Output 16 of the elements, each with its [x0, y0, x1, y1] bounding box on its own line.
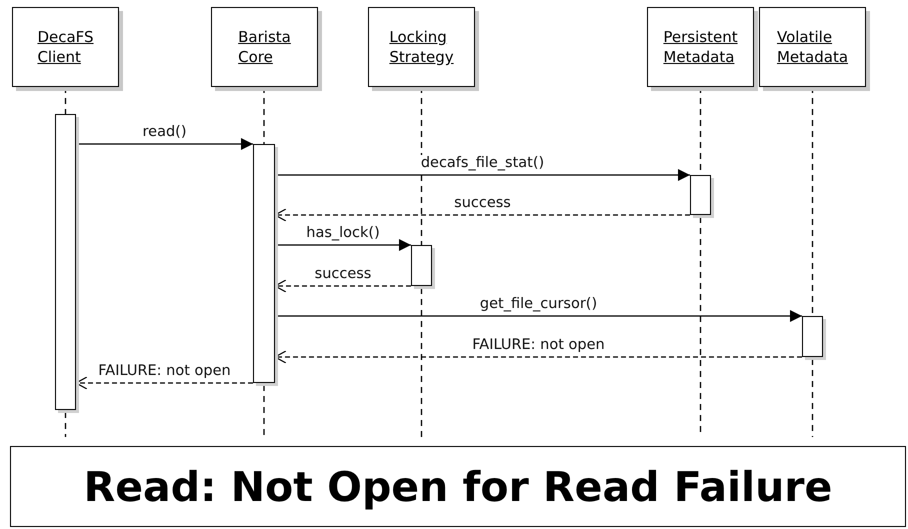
diagram-title: Read: Not Open for Read Failure — [84, 462, 832, 510]
participant-name: Persistent Metadata — [663, 27, 738, 67]
participant-name: Barista Core — [238, 27, 291, 67]
activation-bar — [690, 175, 711, 215]
activation-bar — [253, 144, 275, 383]
message-arrow — [76, 138, 253, 150]
message-arrow — [275, 239, 411, 251]
activation-bar — [411, 245, 432, 286]
activation-bar — [55, 114, 76, 410]
message-arrow — [275, 310, 802, 322]
message-label: read() — [140, 124, 188, 141]
participant-name: Locking Strategy — [389, 27, 454, 67]
participant-name: Volatile Metadata — [776, 27, 848, 67]
activation-bar — [802, 316, 823, 357]
message-arrow — [275, 169, 690, 181]
participant-name: DecaFS Client — [37, 27, 94, 67]
